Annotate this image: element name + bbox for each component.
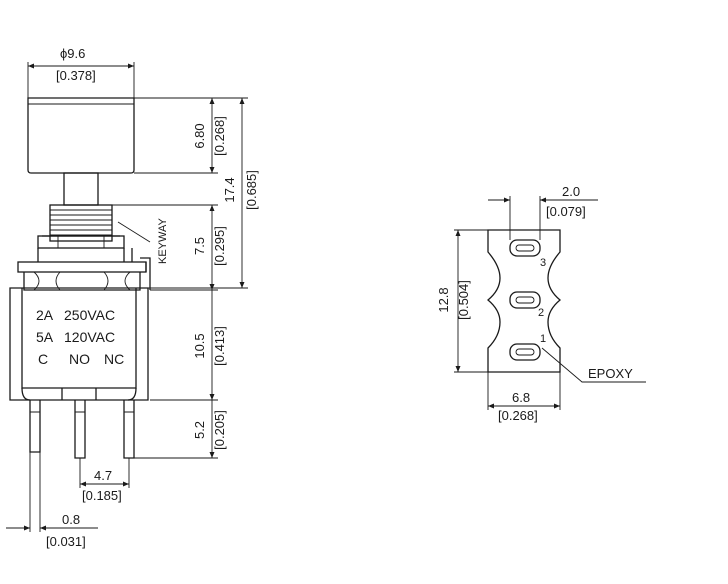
side-dimensions: ϕ9.6 [0.378] 6.80 [0.268] 17.4 [0.685] 7…: [6, 46, 259, 549]
keyway-label: KEYWAY: [157, 217, 169, 264]
threaded-bushing: [37, 204, 125, 249]
dim-base-height-inch: [0.504]: [456, 280, 471, 320]
side-view: 2A 250VAC 5A 120VAC C NO NC: [9, 97, 151, 459]
rating-voltage-1: 250VAC: [64, 307, 115, 323]
dim-body-height-inch: [0.413]: [212, 326, 227, 366]
dim-pin-width: 0.8: [62, 512, 80, 527]
dim-pin-length: 5.2: [192, 421, 207, 439]
terminal-label-nc: NC: [104, 351, 124, 367]
dim-cap-height-inch: [0.268]: [212, 116, 227, 156]
dim-pin-spacing-inch: [0.185]: [82, 488, 122, 503]
dim-cap-diameter-inch: [0.378]: [56, 68, 96, 83]
terminal-label-no: NO: [69, 351, 90, 367]
epoxy-label: EPOXY: [588, 366, 633, 381]
dim-cap-diameter: ϕ9.6: [60, 46, 85, 61]
pad-2: [509, 291, 541, 309]
dim-bushing-height: 7.5: [192, 237, 207, 255]
button-cap: [27, 97, 135, 174]
pin-number-2: 2: [538, 307, 544, 319]
dim-pin-width-inch: [0.031]: [46, 534, 86, 549]
dim-total-height-inch: [0.685]: [244, 170, 259, 210]
terminal-pins: [29, 400, 135, 459]
pin-number-1: 1: [540, 333, 546, 345]
dim-base-height: 12.8: [436, 287, 451, 312]
rating-voltage-2: 120VAC: [64, 329, 115, 345]
dim-base-width-inch: [0.268]: [498, 408, 538, 423]
plunger: [63, 172, 99, 206]
dim-pad-width-inch: [0.079]: [546, 204, 586, 219]
dim-pin-length-inch: [0.205]: [212, 410, 227, 450]
terminal-label-c: C: [38, 351, 48, 367]
dim-base-width: 6.8: [512, 390, 530, 405]
dim-bushing-height-inch: [0.295]: [212, 226, 227, 266]
dim-pad-width: 2.0: [562, 184, 580, 199]
bottom-dimensions: 2.0 [0.079] 12.8 [0.504] 6.8 [0.268] EPO…: [436, 184, 646, 423]
keyway-tab: [131, 248, 151, 290]
switch-body: [9, 287, 149, 401]
dim-body-height: 10.5: [192, 333, 207, 358]
pad-1: [509, 343, 541, 361]
mounting-nut: [17, 248, 147, 291]
pad-3: [509, 239, 541, 257]
rating-current-2: 5A: [36, 329, 54, 345]
pin-number-3: 3: [540, 257, 546, 269]
dim-total-height: 17.4: [222, 177, 237, 202]
dim-cap-height: 6.80: [192, 123, 207, 148]
dim-pin-spacing: 4.7: [94, 468, 112, 483]
bottom-view: 3 2 1: [486, 229, 562, 373]
rating-current-1: 2A: [36, 307, 54, 323]
